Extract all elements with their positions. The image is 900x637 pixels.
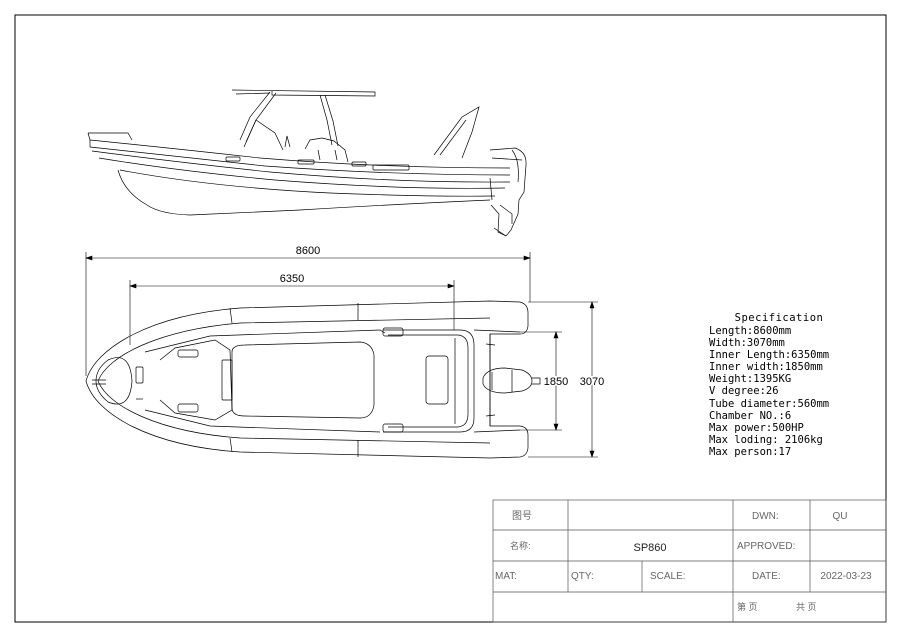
dimensions — [85, 252, 598, 458]
sheet-border — [14, 14, 887, 623]
scale-label: SCALE: — [650, 571, 686, 582]
specification-line: Width:3070mm — [709, 337, 785, 350]
page-label: 第 页 — [737, 601, 758, 612]
title-block — [492, 499, 887, 623]
total-pages-label: 共 页 — [796, 602, 817, 612]
specification-line: Inner width:1850mm — [709, 361, 823, 374]
dwn-label: DWN: — [752, 511, 779, 522]
dwn-value: QU — [833, 511, 848, 522]
width-dimension-label: 3070 — [580, 376, 604, 388]
inner-length-dimension-label: 6350 — [280, 273, 304, 285]
mat-label: MAT: — [495, 571, 517, 582]
date-value: 2022-03-23 — [820, 571, 872, 582]
drawing-no-label: 图号 — [512, 510, 532, 522]
specification-line: Max loding: 2106kg — [709, 433, 823, 446]
specification-title: Specification — [734, 312, 824, 324]
specification-line: Max power:500HP — [709, 421, 804, 434]
qty-label: QTY: — [571, 571, 594, 582]
specification-line: Length:8600mm — [709, 325, 792, 337]
specification-line: Weight:1395KG — [709, 373, 792, 386]
name-value: SP860 — [633, 542, 666, 554]
specification-line: Tube diameter:560mm — [709, 397, 830, 410]
inner-width-dimension-label: 1850 — [544, 376, 568, 388]
specification-line: Chamber NO.:6 — [709, 409, 792, 422]
length-dimension-label: 8600 — [296, 245, 320, 257]
specification-line: Max person:17 — [709, 445, 792, 458]
date-label: DATE: — [752, 571, 781, 582]
side-view — [87, 89, 527, 237]
name-label: 名称: — [510, 540, 531, 551]
specification-line: Inner Length:6350mm — [709, 349, 830, 362]
top-view — [85, 300, 541, 459]
approved-label: APPROVED: — [737, 541, 795, 552]
specification-line: V degree:26 — [709, 385, 779, 398]
